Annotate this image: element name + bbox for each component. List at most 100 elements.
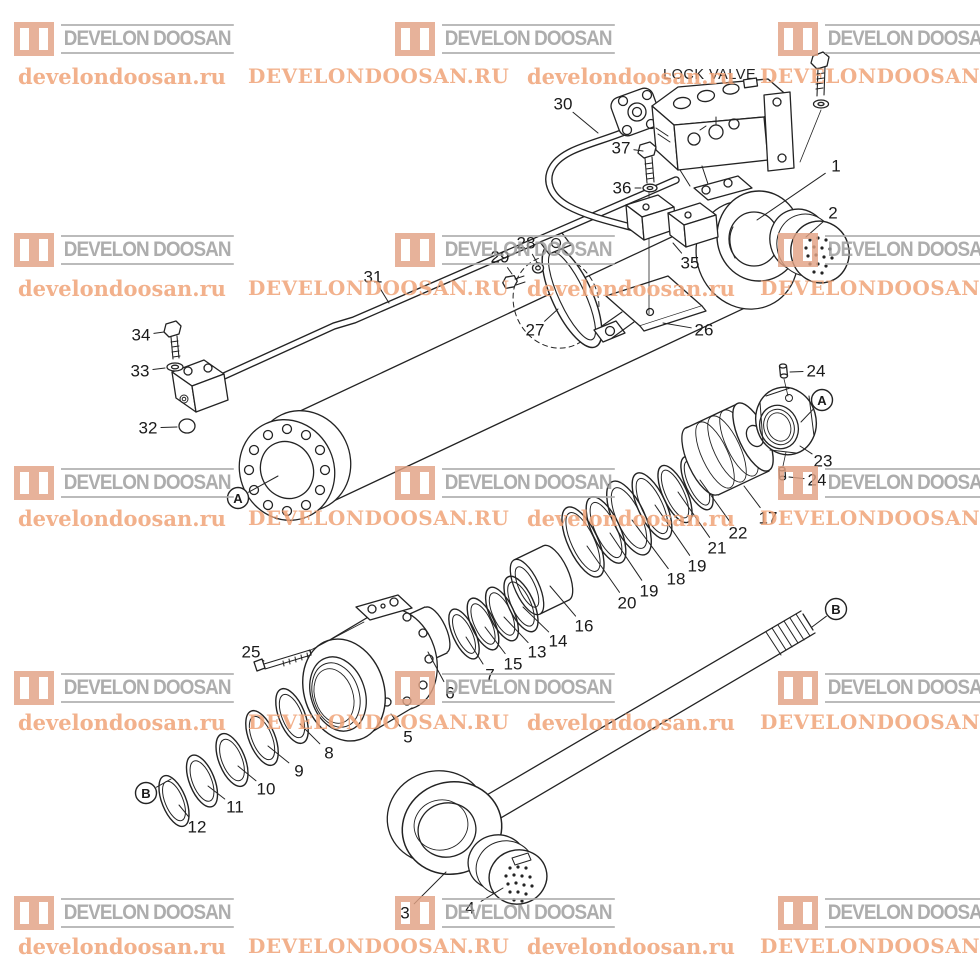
bushing-4-dots	[504, 865, 534, 903]
callout-12: 12	[188, 818, 207, 837]
set-screw-24-top	[778, 363, 789, 397]
callout-15: 15	[504, 655, 523, 674]
callout-9: 9	[294, 762, 303, 781]
cap-end-flange	[238, 410, 352, 521]
leader-line	[267, 745, 290, 764]
leader-line	[484, 626, 506, 655]
leader-line	[506, 267, 513, 275]
leader-line	[237, 765, 257, 782]
leader-line	[743, 485, 761, 509]
stud-25	[253, 621, 365, 672]
leader-line	[178, 804, 190, 818]
leader-line	[662, 322, 692, 329]
piston-rod-3	[467, 610, 816, 830]
pipe-31	[198, 176, 680, 390]
leader-line	[586, 545, 621, 593]
piston-17	[681, 402, 774, 496]
clamp-blocks-35	[625, 191, 719, 315]
leader-line	[549, 585, 577, 617]
leader-line	[155, 778, 172, 788]
pipe-flange	[610, 87, 662, 137]
callout-34: 34	[132, 326, 151, 345]
leader-line	[299, 723, 321, 745]
set-screw-24-bottom	[778, 451, 787, 481]
callout-28: 28	[517, 234, 536, 253]
bolt-34	[163, 320, 182, 360]
callout-13: 13	[528, 643, 547, 662]
callout-25: 25	[242, 643, 261, 662]
callout-4: 4	[465, 899, 474, 918]
valve-bolt	[799, 51, 830, 163]
callout-11: 11	[226, 798, 244, 817]
leader-line	[413, 871, 447, 905]
callout-23: 23	[814, 452, 833, 471]
callout-16: 16	[575, 617, 594, 636]
leader-line	[609, 532, 643, 581]
leader-line	[654, 504, 691, 556]
bolt-37	[637, 141, 658, 193]
lock-valve-label: LOCK VALVE	[663, 67, 756, 83]
callout-27: 27	[526, 321, 545, 340]
ref-circle-A	[226, 486, 250, 510]
leader-line	[207, 785, 226, 800]
callout-37: 37	[612, 139, 631, 158]
ref-letter-B: B	[141, 786, 150, 801]
callout-29: 29	[491, 248, 510, 267]
callout-8: 8	[324, 744, 333, 763]
callout-22: 22	[729, 524, 748, 543]
lock-valve-block	[651, 77, 795, 187]
leader-line	[465, 636, 484, 665]
leader-line	[799, 445, 813, 455]
leader-line	[261, 658, 265, 662]
leader-line	[390, 713, 401, 728]
callout-1: 1	[831, 157, 840, 176]
callout-19: 19	[688, 557, 707, 576]
ref-letter-A: A	[817, 393, 827, 408]
leader-line	[811, 615, 827, 628]
leader-line	[672, 242, 683, 254]
left-seal-group	[448, 575, 539, 660]
bushing-4	[467, 834, 548, 905]
leader-line	[789, 370, 804, 373]
head-boss	[693, 175, 802, 310]
callout-18: 18	[667, 570, 686, 589]
callout-20: 20	[618, 594, 637, 613]
leader-line	[544, 308, 559, 322]
nut-23	[755, 386, 817, 456]
leader-line	[427, 651, 445, 683]
leader-line	[788, 476, 805, 480]
callout-21: 21	[708, 539, 727, 558]
leader-line	[160, 426, 178, 429]
leader-line	[572, 111, 599, 134]
washer-33	[166, 362, 184, 372]
leader-line	[756, 172, 826, 221]
callout-31: 31	[364, 268, 383, 287]
callout-3: 3	[400, 904, 409, 923]
callout-10: 10	[257, 780, 276, 799]
ref-letter-B: B	[831, 602, 840, 617]
leader-line	[522, 606, 550, 633]
pipe-30	[545, 122, 656, 237]
callout-33: 33	[131, 362, 150, 381]
callout-36: 36	[613, 179, 632, 198]
callout-5: 5	[403, 728, 412, 747]
callout-7: 7	[485, 666, 494, 685]
ref-circle-A	[810, 388, 834, 412]
bolt-29	[502, 274, 526, 290]
clamp-band-27	[512, 232, 626, 349]
gland-5	[302, 594, 438, 742]
ref-circle-B	[134, 781, 158, 805]
callout-17: 17	[759, 509, 778, 528]
callout-35: 35	[681, 254, 700, 273]
ref-letter-A: A	[233, 491, 243, 506]
leader-line	[677, 491, 711, 538]
washer-28	[531, 262, 545, 274]
pipe-fitting-block	[171, 359, 229, 413]
leader-line	[153, 331, 165, 334]
callout-24: 24	[808, 471, 827, 490]
leader-line	[631, 519, 669, 570]
leader-line	[379, 287, 390, 304]
